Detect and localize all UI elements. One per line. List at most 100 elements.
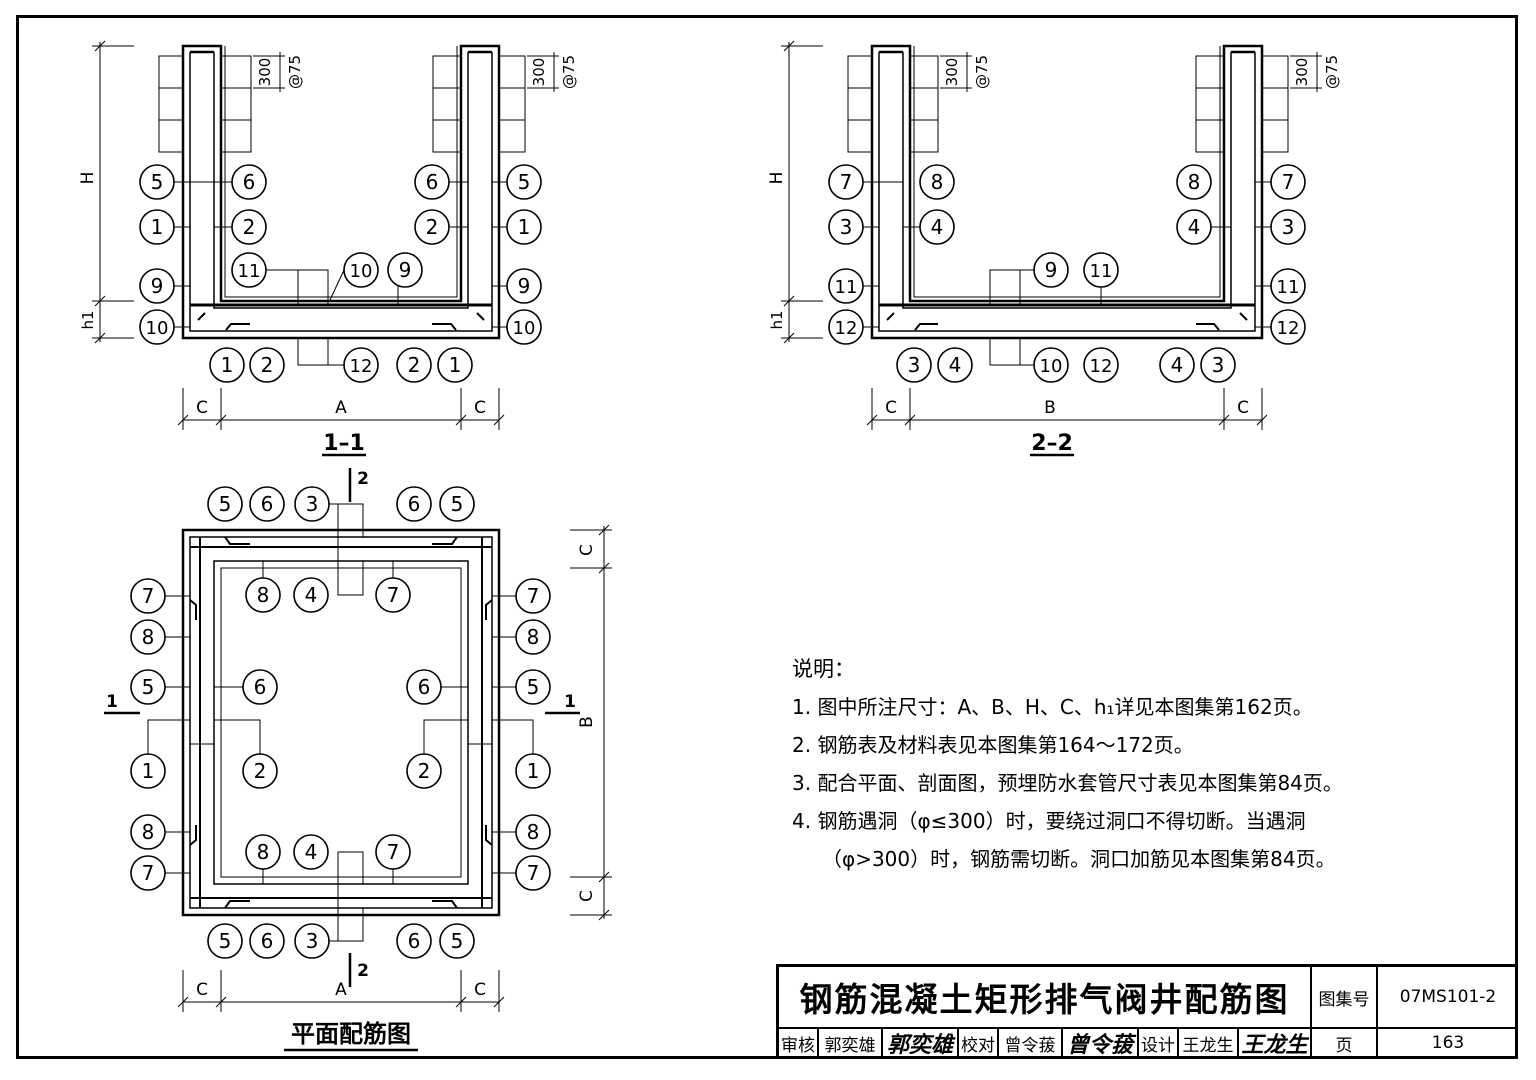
rebar-marker-number: 2 [254, 759, 267, 783]
checker-signature: 曾令菝 [1063, 1029, 1139, 1059]
rebar-marker-circle [937, 347, 973, 383]
section-1-1-dim-h1: h1 [79, 310, 97, 329]
rebar-marker-circle [506, 209, 542, 245]
rebar-marker-10: 10 [1033, 347, 1069, 383]
rebar-marker-number: 3 [840, 215, 853, 239]
check-label: 校对 [959, 1029, 999, 1059]
rebar-marker-number: 12 [1090, 356, 1113, 377]
rebar-marker-number: 5 [518, 170, 531, 194]
rebar-marker-circle [130, 578, 166, 614]
rebar-marker-4: 4 [1176, 209, 1212, 245]
rebar-marker-1: 1 [437, 347, 473, 383]
rebar-marker-number: 7 [527, 584, 540, 608]
rebar-marker-circle [1033, 347, 1069, 383]
rebar-marker-8: 8 [515, 619, 551, 655]
section-1-1-spacing-300-left: 300 [256, 58, 274, 87]
rebar-marker-5: 5 [139, 164, 175, 200]
rebar-marker-10: 10 [506, 309, 542, 345]
rebar-marker-circle [1033, 252, 1069, 288]
rebar-marker-number: 2 [261, 353, 274, 377]
rebar-marker-2: 2 [406, 753, 442, 789]
rebar-marker-circle [242, 753, 278, 789]
atlas-number: 07MS101-2 [1378, 967, 1518, 1029]
rebar-marker-7: 7 [130, 855, 166, 891]
rebar-marker-9: 9 [1033, 252, 1069, 288]
rebar-marker-circle [414, 164, 450, 200]
section-1-1-dim-h: H [78, 172, 98, 185]
rebar-marker-circle [375, 834, 411, 870]
rebar-marker-circle [828, 309, 864, 345]
rebar-marker-2: 2 [396, 347, 432, 383]
rebar-marker-circle [506, 268, 542, 304]
rebar-marker-circle [439, 923, 475, 959]
rebar-marker-circle [139, 209, 175, 245]
plan-cut-2-top: 2 [357, 469, 369, 489]
rebar-marker-12: 12 [1270, 309, 1306, 345]
section-2-2-spacing-75-right: @75 [1323, 55, 1341, 89]
rebar-marker-number: 8 [142, 820, 155, 844]
rebar-marker-3: 3 [1270, 209, 1306, 245]
atlas-label: 图集号 [1312, 967, 1378, 1029]
rebar-marker-1: 1 [506, 209, 542, 245]
rebar-marker-circle [207, 486, 243, 522]
rebar-marker-7: 7 [130, 578, 166, 614]
rebar-marker-number: 4 [949, 353, 962, 377]
section-2-2-drawing [781, 40, 1322, 457]
rebar-marker-3: 3 [896, 347, 932, 383]
rebar-marker-3: 3 [294, 923, 330, 959]
rebar-marker-circle [231, 209, 267, 245]
rebar-marker-circle [406, 669, 442, 705]
reviewer-signature: 郭奕雄 [883, 1029, 959, 1059]
rebar-marker-number: 8 [257, 840, 270, 864]
rebar-marker-circle [439, 486, 475, 522]
rebar-marker-circle [130, 814, 166, 850]
rebar-marker-circle [1176, 164, 1212, 200]
rebar-marker-number: 7 [527, 861, 540, 885]
reviewer-name: 郭奕雄 [819, 1029, 883, 1059]
rebar-marker-6: 6 [406, 669, 442, 705]
rebar-marker-1: 1 [209, 347, 245, 383]
rebar-marker-number: 6 [408, 492, 421, 516]
plan-cut-1-right: 1 [564, 692, 576, 712]
rebar-marker-circle [130, 855, 166, 891]
rebar-marker-circle [1200, 347, 1236, 383]
rebar-marker-11: 11 [231, 252, 267, 288]
rebar-marker-circle [1270, 164, 1306, 200]
title-block: 钢筋混凝土矩形排气阀井配筋图 图集号 07MS101-2 审核 郭奕雄 郭奕雄 … [776, 964, 1518, 1059]
rebar-marker-circle [828, 268, 864, 304]
rebar-marker-2: 2 [242, 753, 278, 789]
rebar-marker-circle [515, 855, 551, 891]
section-2-2-spacing-75-left: @75 [973, 55, 991, 89]
rebar-marker-number: 5 [151, 170, 164, 194]
rebar-marker-circle [515, 578, 551, 614]
designer-signature: 王龙生 [1239, 1029, 1312, 1059]
plan-title: 平面配筋图 [291, 1020, 411, 1048]
rebar-marker-8: 8 [919, 164, 955, 200]
rebar-marker-circle [249, 347, 285, 383]
rebar-marker-6: 6 [396, 486, 432, 522]
rebar-marker-circle [249, 923, 285, 959]
note-line-2: 2. 钢筋表及材料表见本图集第164～172页。 [792, 733, 1194, 757]
rebar-marker-circle [406, 753, 442, 789]
rebar-marker-number: 7 [142, 861, 155, 885]
rebar-marker-circle [375, 577, 411, 613]
plan-dim-c-bottom: C [577, 890, 597, 902]
rebar-marker-circle [515, 669, 551, 705]
rebar-marker-3: 3 [294, 486, 330, 522]
plan-drawing [104, 468, 612, 1052]
rebar-marker-8: 8 [515, 814, 551, 850]
plan-dim-b: B [577, 716, 597, 728]
rebar-marker-number: 12 [1277, 318, 1300, 339]
rebar-marker-number: 11 [238, 261, 261, 282]
rebar-marker-number: 6 [408, 929, 421, 953]
rebar-marker-2: 2 [414, 209, 450, 245]
section-2-2-dim-b: B [1044, 398, 1056, 418]
note-line-4: 4. 钢筋遇洞（φ≤300）时，要绕过洞口不得切断。当遇洞 [792, 809, 1306, 833]
rebar-marker-number: 11 [1277, 277, 1300, 298]
rebar-marker-number: 4 [305, 840, 318, 864]
rebar-marker-2: 2 [231, 209, 267, 245]
section-2-2-title: 2–2 [1031, 431, 1073, 456]
drawing-title: 钢筋混凝土矩形排气阀井配筋图 [779, 967, 1312, 1029]
